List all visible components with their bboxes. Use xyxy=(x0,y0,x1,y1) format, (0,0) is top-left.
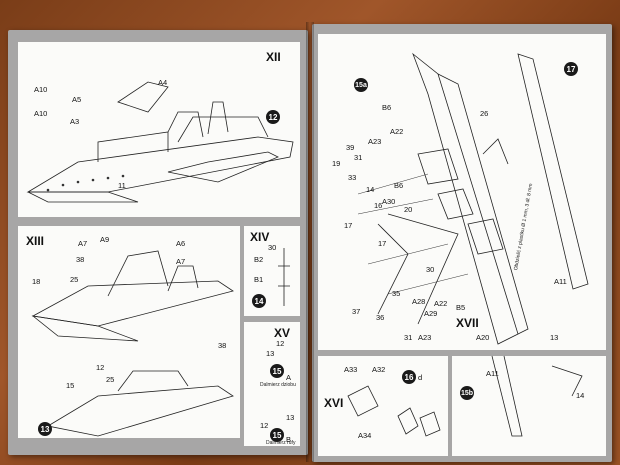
left-instruction-page: XII A10 A5 A10 A3 A4 11 12 xyxy=(8,30,308,455)
label-a9: A9 xyxy=(100,235,110,244)
label-a6: A6 xyxy=(176,239,186,248)
step-xvii-title: XVII xyxy=(456,316,479,330)
step-xii-title: XII xyxy=(266,50,281,64)
label-a20: A20 xyxy=(476,333,490,342)
label-a34: A34 xyxy=(358,431,372,440)
label-13-bottom: 13 xyxy=(550,333,559,342)
callout-14: 14 xyxy=(252,294,266,308)
caption-dalmierz-dziobu: Dalmierz dziobu xyxy=(260,382,296,388)
step-xv-title: XV xyxy=(274,326,291,340)
callout-15b-letter: B xyxy=(286,435,292,444)
label-38-top: 38 xyxy=(76,255,85,264)
panel-step-xv: XV 12 13 15 A Dalmierz dziobu 13 12 15 B… xyxy=(244,322,300,446)
label-b6-top: B6 xyxy=(382,103,392,112)
label-a22-bottom: A22 xyxy=(434,299,448,308)
panel-step-xiv: XIV 30 B2 B1 14 xyxy=(244,226,300,316)
label-31-bottom: 31 xyxy=(404,333,413,342)
label-12: 12 xyxy=(96,363,105,372)
panel-step-xvii-lower: XVII 15b A11 14 xyxy=(452,316,606,456)
label-26-top: 26 xyxy=(480,109,489,118)
label-12-xv-bottom: 12 xyxy=(260,421,269,430)
label-a7-top: A7 xyxy=(78,239,88,248)
right-instruction-page: 15a 17 B6 26 39 31 A23 A22 19 33 14 B6 A… xyxy=(312,24,612,462)
label-13-xv-bottom: 13 xyxy=(286,413,295,422)
label-36: 36 xyxy=(376,313,385,322)
panel-step-xvi: XVI A33 A32 A34 16 d xyxy=(318,356,448,456)
label-a23-bottom: A23 xyxy=(418,333,432,342)
label-25-bottom: 25 xyxy=(106,375,115,384)
callout-15a-letter: A xyxy=(286,373,292,382)
step-xvi-title: XVI xyxy=(324,396,344,410)
label-17-right: 17 xyxy=(378,239,387,248)
step-xiii-title: XIII xyxy=(26,234,45,248)
label-b6-mid: B6 xyxy=(394,181,404,190)
callout-15b: 15 xyxy=(270,428,284,442)
label-20: 20 xyxy=(404,205,413,214)
label-11: 11 xyxy=(118,181,126,190)
callout-17: 17 xyxy=(564,62,578,76)
panel-step-xii: XII A10 A5 A10 A3 A4 11 12 xyxy=(18,42,300,217)
ship-hull-drawing-xvii xyxy=(357,52,589,345)
ship-hull-drawing-xii xyxy=(26,81,294,203)
callout-13: 13 xyxy=(38,422,52,436)
label-30-right: 30 xyxy=(426,265,435,274)
label-33: 33 xyxy=(348,173,357,182)
panel-step-xiii: XIII A7 A9 A6 38 A7 18 25 12 38 15 25 13 xyxy=(18,226,240,438)
label-25-top: 25 xyxy=(70,275,79,284)
caption-dalmierz-rufy: Dalmierz rufy xyxy=(266,440,296,446)
label-13-xv-top: 13 xyxy=(266,349,275,358)
label-a5: A5 xyxy=(72,95,82,104)
label-14: 14 xyxy=(366,185,375,194)
book-spine xyxy=(306,22,314,462)
callout-15b: 15b xyxy=(460,386,474,400)
label-a4: A4 xyxy=(158,78,168,87)
callout-12: 12 xyxy=(266,110,280,124)
label-a28: A28 xyxy=(412,297,426,306)
ship-hull-drawing-xiii xyxy=(31,250,234,437)
label-a33: A33 xyxy=(344,365,358,374)
label-a23-top: A23 xyxy=(368,137,382,146)
label-a11-bottom: A11 xyxy=(486,369,499,378)
callout-15a: 15 xyxy=(270,364,284,378)
part-drawing-xiv xyxy=(278,248,290,306)
label-30: 30 xyxy=(268,243,277,252)
label-a32: A32 xyxy=(372,365,386,374)
label-a10-bottom: A10 xyxy=(34,109,48,118)
label-35: 35 xyxy=(392,289,401,298)
callout-16: 16 xyxy=(402,370,416,384)
label-a7-right: A7 xyxy=(176,257,186,266)
label-17-left: 17 xyxy=(344,221,353,230)
label-a11-right: A11 xyxy=(554,277,567,286)
callout-16-letter: d xyxy=(418,373,423,382)
label-15: 15 xyxy=(66,381,75,390)
label-16: 16 xyxy=(374,201,383,210)
label-a30: A30 xyxy=(382,197,396,206)
callout-15a: 15a xyxy=(354,78,368,92)
step-xiv-title: XIV xyxy=(250,230,270,244)
label-12-xv: 12 xyxy=(276,339,285,348)
label-37: 37 xyxy=(352,307,361,316)
label-a3: A3 xyxy=(70,117,80,126)
part-drawing-xvi xyxy=(347,385,441,437)
label-a29: A29 xyxy=(424,309,438,318)
label-39: 39 xyxy=(346,143,355,152)
panel-step-xvii: 15a 17 B6 26 39 31 A23 A22 19 33 14 B6 A… xyxy=(318,34,606,350)
label-b2: B2 xyxy=(254,255,264,264)
label-14-bottom: 14 xyxy=(576,391,585,400)
label-b5: B5 xyxy=(456,303,466,312)
label-31-top: 31 xyxy=(354,153,363,162)
label-19: 19 xyxy=(332,159,341,168)
label-18: 18 xyxy=(32,277,41,286)
ship-stern-drawing xyxy=(491,355,583,437)
label-38-right: 38 xyxy=(218,341,227,350)
label-a22-top: A22 xyxy=(390,127,404,136)
label-b1: B1 xyxy=(254,275,264,284)
label-a10-top: A10 xyxy=(34,85,48,94)
